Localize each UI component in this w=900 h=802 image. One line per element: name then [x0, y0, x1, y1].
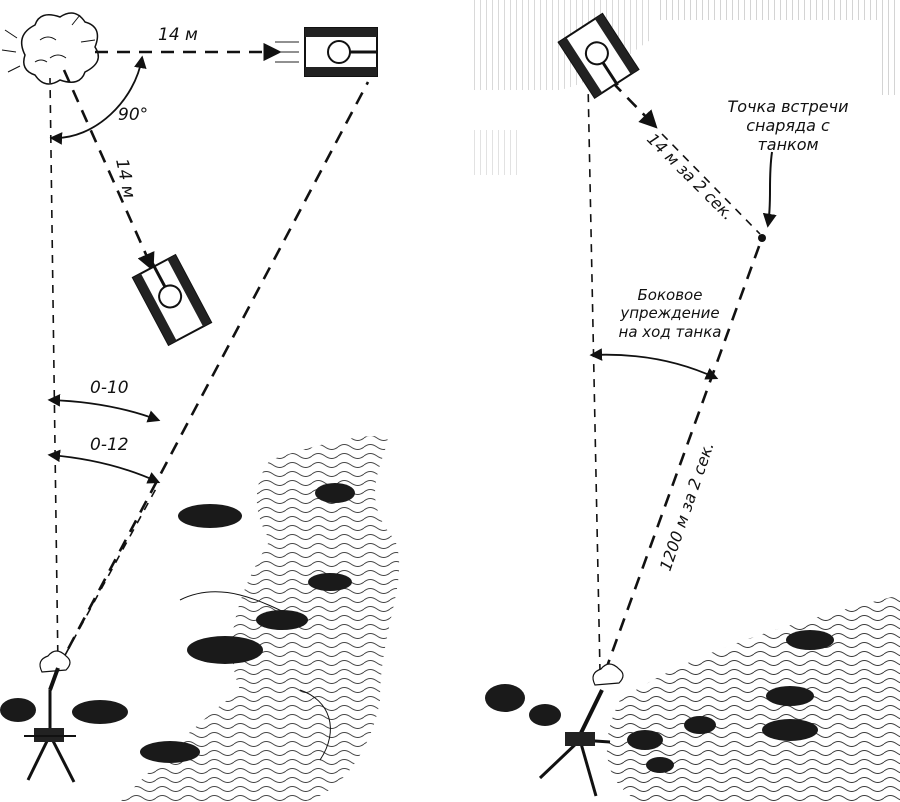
lead-label-line-3: на ход танка	[619, 323, 722, 341]
tank-right	[557, 12, 640, 100]
label-tank-travel: 14 м за 2 сек.	[643, 129, 738, 224]
explosion-burst	[1, 12, 100, 85]
right-sky	[470, 0, 900, 175]
meeting-label-line-2: снаряда с	[746, 116, 830, 135]
line-gun-to-meeting-point	[603, 237, 764, 673]
left-bushes	[0, 483, 355, 763]
left-diagram: 14 м 14 м 90° 0-10 0-12	[0, 12, 400, 802]
meeting-point-dot	[758, 234, 766, 242]
gun-right	[538, 663, 624, 797]
line-gun-to-lead	[56, 81, 370, 669]
label-angle-0-12: 0-12	[90, 435, 129, 455]
right-bushes	[485, 630, 834, 773]
lead-label: Боковое упреждение на ход танка	[619, 286, 722, 341]
lead-label-line-2: упреждение	[619, 304, 719, 322]
arc-0-12	[47, 449, 161, 484]
line-gun-to-lead-thin	[57, 484, 159, 669]
meeting-point-label: Точка встречи снаряда с танком	[728, 97, 849, 154]
label-distance-diagonal: 14 м	[111, 157, 139, 200]
line-gun-to-tank-right	[587, 81, 601, 673]
arrow-diagonal-14m	[62, 69, 155, 272]
arc-90	[49, 55, 147, 145]
tank-left-lower	[131, 253, 213, 347]
line-gun-to-burst	[49, 77, 59, 669]
tank-left-top	[275, 27, 378, 77]
label-distance-top: 14 м	[158, 25, 198, 45]
arrow-to-meeting-point	[762, 151, 777, 228]
lead-label-line-1: Боковое	[638, 286, 703, 304]
label-angle-90: 90°	[118, 105, 148, 125]
arc-0-10	[47, 394, 161, 423]
gun-left	[24, 650, 76, 783]
arrow-tank-path	[611, 81, 658, 129]
label-angle-0-10: 0-10	[90, 378, 129, 398]
meeting-label-line-3: танком	[757, 135, 818, 154]
meeting-label-line-1: Точка встречи	[728, 97, 849, 116]
right-diagram: Точка встречи снаряда с танком 14 м за 2…	[470, 0, 900, 802]
arc-lead	[589, 348, 719, 380]
